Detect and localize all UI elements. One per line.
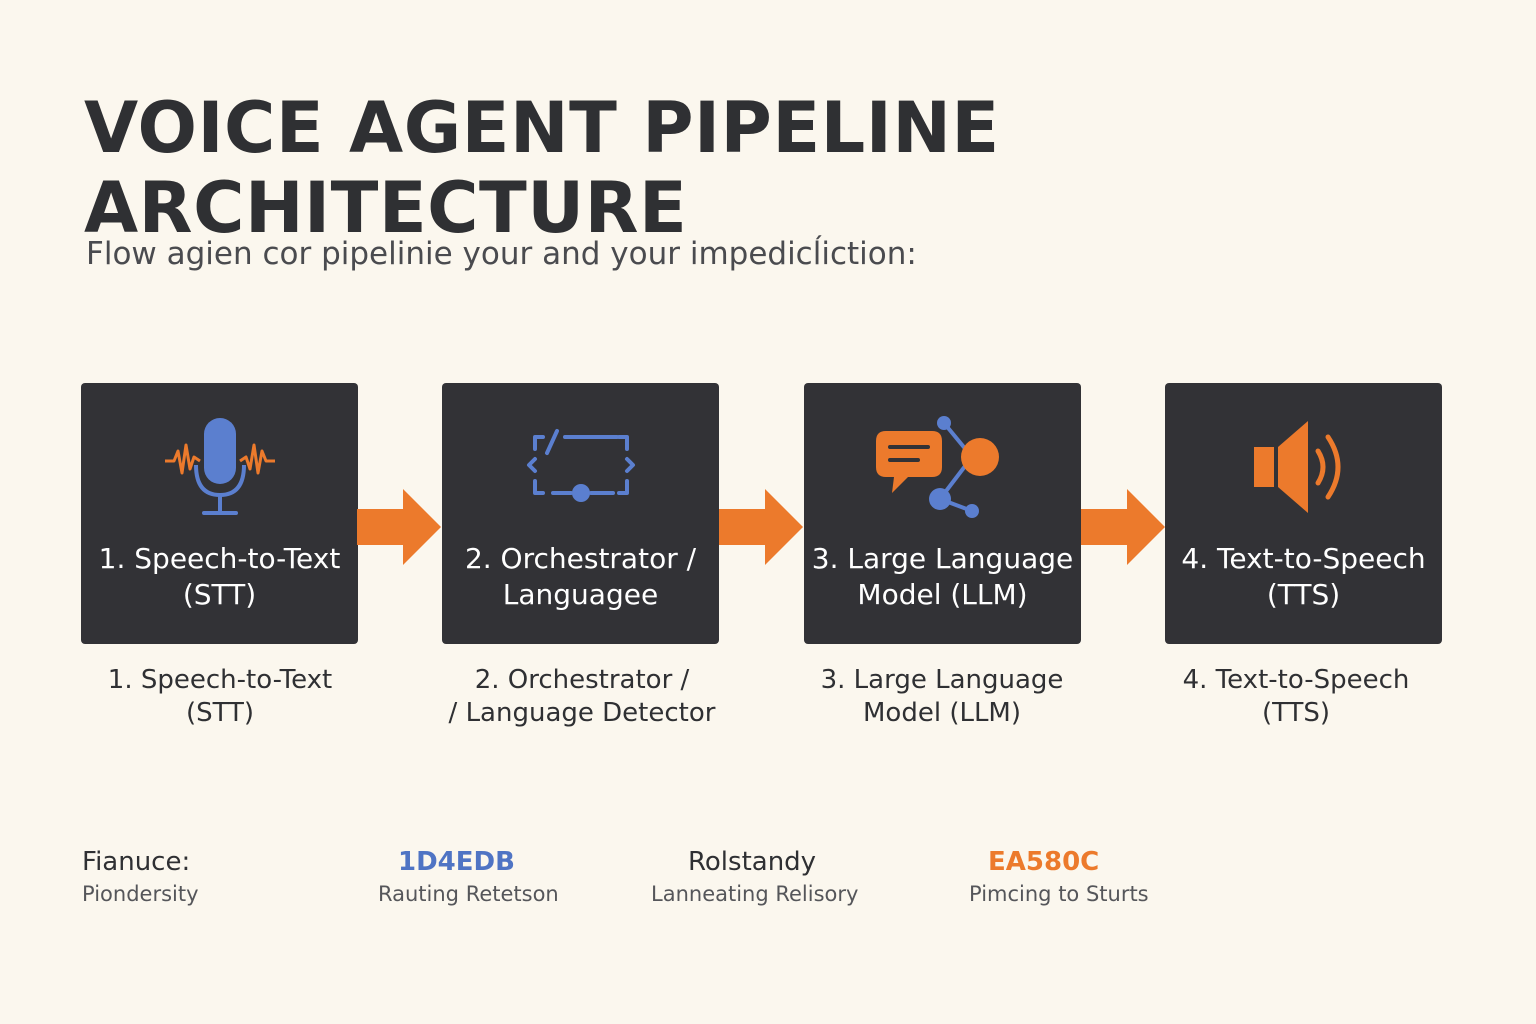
- legend-key-3: Rolstandy: [688, 847, 817, 877]
- legend-value-4: Pimcing to Sturts: [969, 882, 1149, 906]
- code-bracket-icon: [442, 413, 719, 523]
- stage-label: 4. Text-to-Speech (TTS): [1181, 542, 1426, 611]
- speaker-icon: [1165, 413, 1442, 523]
- stage-card-orchestrator: 2. Orchestrator / Languagee: [442, 383, 719, 644]
- microphone-waveform-icon: [81, 413, 358, 523]
- stage-card-tts: 4. Text-to-Speech (TTS): [1165, 383, 1442, 644]
- stage-caption-orchestrator: 2. Orchestrator / / Language Detector: [448, 665, 716, 728]
- stage-label: 1. Speech-to-Text (STT): [98, 542, 341, 611]
- legend-key-2: 1D4EDB: [398, 847, 515, 877]
- stage-caption-stt: 1. Speech-to-Text (STT): [107, 665, 333, 728]
- flow-arrow-1: [357, 489, 441, 565]
- stage-caption-llm: 3. Large Language Model (LLM): [820, 665, 1064, 728]
- flow-arrow-2: [719, 489, 803, 565]
- stage-card-llm: 3. Large Language Model (LLM): [804, 383, 1081, 644]
- flow-arrow-3: [1081, 489, 1165, 565]
- page-subtitle: Flow agien cor pipelinie your and your i…: [86, 236, 917, 272]
- legend-value-3: Lanneating Relisory: [651, 882, 859, 906]
- legend-key-1: Fianuce:: [82, 847, 191, 877]
- page-title: VOICE AGENT PIPELINE ARCHITECTURE: [84, 88, 1000, 248]
- stage-card-stt: 1. Speech-to-Text (STT): [81, 383, 358, 644]
- page-title-line-2: ARCHITECTURE: [84, 167, 688, 249]
- stage-caption-tts: 4. Text-to-Speech (TTS): [1182, 665, 1410, 728]
- legend-value-2: Rauting Retetson: [378, 882, 559, 906]
- page-title-line-1: VOICE AGENT PIPELINE: [84, 87, 1000, 169]
- chat-network-icon: [804, 413, 1081, 523]
- stage-label: 2. Orchestrator / Languagee: [464, 542, 697, 611]
- legend-key-4: EA580C: [988, 847, 1100, 877]
- stage-label: 3. Large Language Model (LLM): [811, 542, 1074, 611]
- legend-value-1: Piondersity: [82, 882, 199, 906]
